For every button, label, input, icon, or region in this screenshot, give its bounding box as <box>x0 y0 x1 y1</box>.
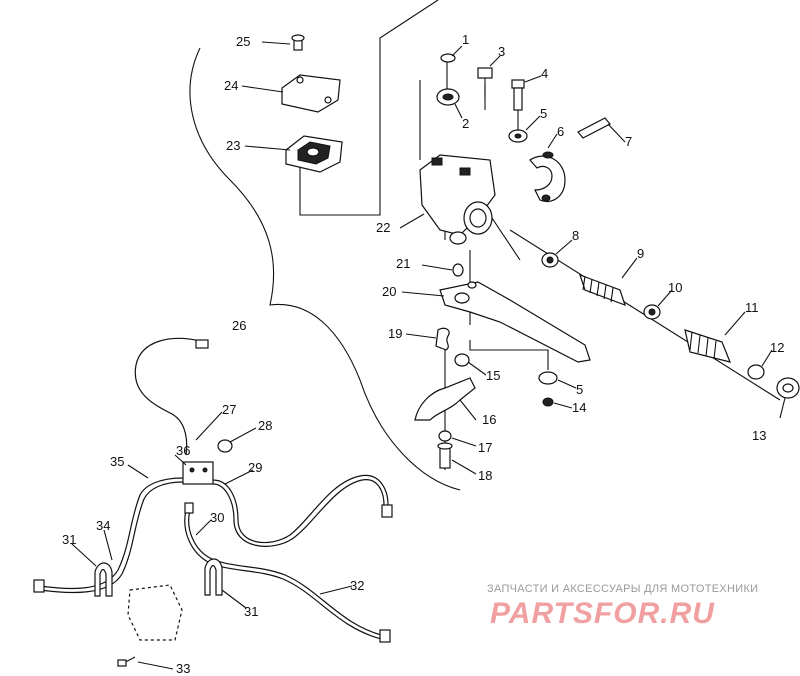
callout-32: 32 <box>350 578 364 593</box>
callout-2: 2 <box>462 116 469 131</box>
top-hardware <box>436 53 611 143</box>
callout-13: 13 <box>752 428 766 443</box>
callout-1: 1 <box>462 32 469 47</box>
callout-29: 29 <box>248 460 262 475</box>
callout-34: 34 <box>96 518 110 533</box>
reservoir-cap-group <box>281 34 343 173</box>
callout-36: 36 <box>176 443 190 458</box>
callout-15: 15 <box>486 368 500 383</box>
callout-31-right: 31 <box>244 604 258 619</box>
callout-21: 21 <box>396 256 410 271</box>
callout-20: 20 <box>382 284 396 299</box>
callout-22: 22 <box>376 220 390 235</box>
callout-5-lower: 5 <box>576 382 583 397</box>
callout-12: 12 <box>770 340 784 355</box>
callout-30: 30 <box>210 510 224 525</box>
brake-lever <box>414 263 591 469</box>
callout-24: 24 <box>224 78 238 93</box>
callout-31-left: 31 <box>62 532 76 547</box>
callout-23: 23 <box>226 138 240 153</box>
callout-9: 9 <box>637 246 644 261</box>
brake-lines <box>33 337 393 667</box>
callout-5: 5 <box>540 106 547 121</box>
callout-7: 7 <box>625 134 632 149</box>
callout-8: 8 <box>572 228 579 243</box>
callout-33: 33 <box>176 661 190 676</box>
leader-lines <box>71 41 786 670</box>
callout-25: 25 <box>236 34 250 49</box>
callout-17: 17 <box>478 440 492 455</box>
callout-11: 11 <box>745 300 759 315</box>
callout-10: 10 <box>668 280 682 295</box>
watermark-caption: ЗАПЧАСТИ И АКСЕССУАРЫ ДЛЯ МОТОТЕХНИКИ <box>487 583 759 595</box>
handlebar-clamp <box>529 151 566 203</box>
callout-labels: 1 2 3 4 5 6 7 8 9 10 11 12 13 14 15 16 1… <box>62 32 784 676</box>
callout-35: 35 <box>110 454 124 469</box>
callout-27: 27 <box>222 402 236 417</box>
callout-26: 26 <box>232 318 246 333</box>
watermark-logo: PARTSFOR.RU <box>490 597 715 630</box>
piston-assembly <box>541 252 800 399</box>
master-cylinder <box>419 154 496 245</box>
callout-6: 6 <box>557 124 564 139</box>
callout-14: 14 <box>572 400 586 415</box>
callout-4: 4 <box>541 66 548 81</box>
callout-16: 16 <box>482 412 496 427</box>
callout-19: 19 <box>388 326 402 341</box>
callout-28: 28 <box>258 418 272 433</box>
callout-18: 18 <box>478 468 492 483</box>
callout-3: 3 <box>498 44 505 59</box>
